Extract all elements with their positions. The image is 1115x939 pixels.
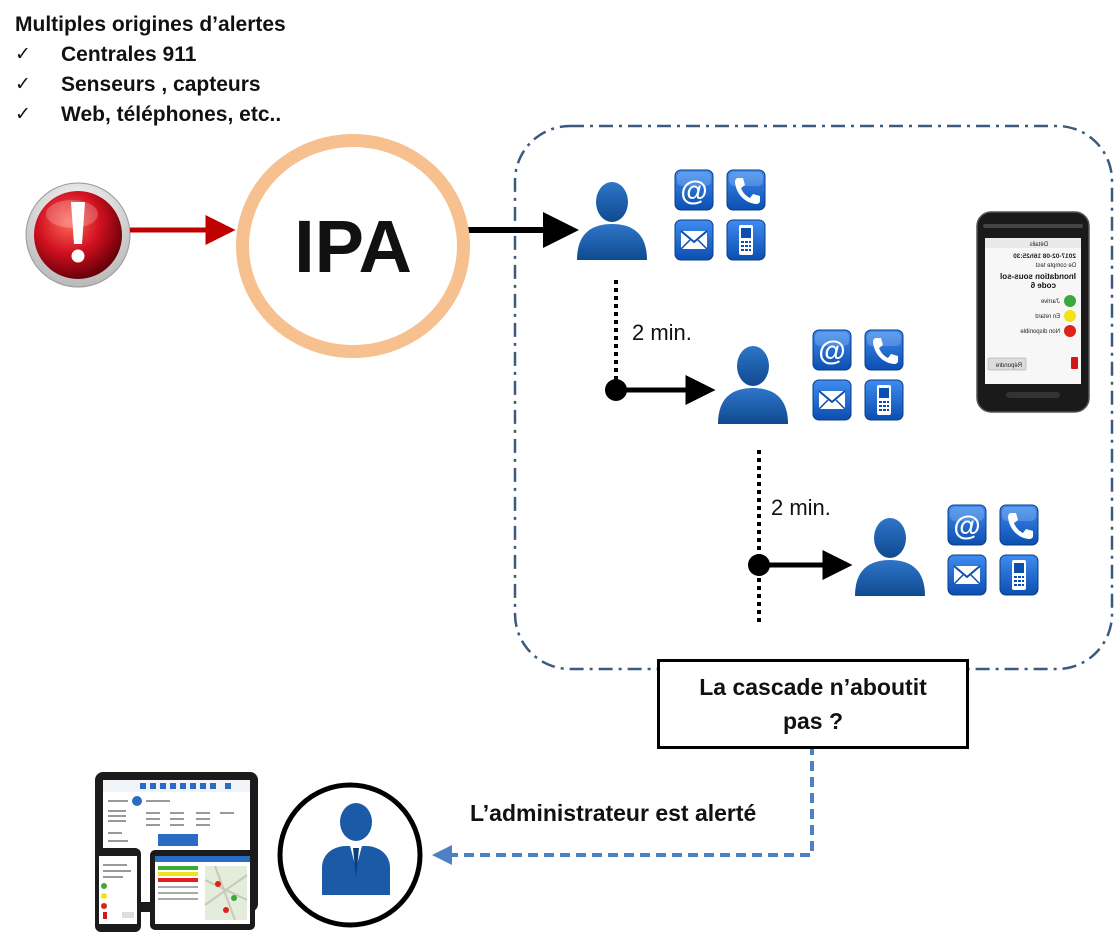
devices-illustration <box>95 772 258 932</box>
status-badge <box>1064 295 1076 307</box>
status-badge <box>1064 325 1076 337</box>
checkmark-icon: ✓ <box>15 74 31 95</box>
checkmark-icon: ✓ <box>15 44 31 65</box>
smartphone-icon: Détails 2017-02-08 16h25:30 De compte te… <box>976 211 1090 413</box>
phone-option-label: Non disponible <box>1020 329 1060 335</box>
phone-screen-date: 2017-02-08 16h25:30 <box>1013 253 1076 260</box>
phone-screen-message: Inondation sous-sol <box>1000 272 1076 281</box>
header-title: Multiples origines d’alertes <box>15 13 286 36</box>
contact-channels-icon <box>947 504 1039 596</box>
list-item: ✓ Web, téléphones, etc.. <box>15 100 286 130</box>
phone-screen-source: De compte test <box>1035 263 1076 269</box>
cascade-failure-box: La cascade n’aboutit pas ? <box>657 659 969 749</box>
list-item: ✓ Senseurs , capteurs <box>15 70 286 100</box>
phone-screen-message: code 6 <box>1030 281 1056 290</box>
list-item-label: Web, téléphones, etc.. <box>61 103 282 126</box>
contact-channels-icon <box>812 329 904 421</box>
user-icon <box>718 346 788 424</box>
contact-channels-icon <box>674 169 766 261</box>
list-item-label: Senseurs , capteurs <box>61 73 261 96</box>
alert-sources-header: Multiples origines d’alertes ✓ Centrales… <box>15 10 286 130</box>
failure-box-line: La cascade n’aboutit <box>699 674 927 700</box>
phone-option-label: J'arrive <box>1040 299 1060 305</box>
phone-screen-header: Détails <box>1030 242 1048 248</box>
status-badge <box>1064 310 1076 322</box>
list-item-label: Centrales 911 <box>61 43 197 66</box>
checkmark-icon: ✓ <box>15 104 31 125</box>
phone-option-label: En retard <box>1035 314 1060 320</box>
ipa-hub: IPA <box>236 134 470 358</box>
delay-label: 2 min. <box>771 495 831 520</box>
escalation-arrow <box>432 745 814 865</box>
trash-icon <box>1071 357 1078 369</box>
phone-reply-button: Répondre <box>995 363 1022 369</box>
alert-icon <box>25 182 131 288</box>
admin-icon <box>322 803 390 895</box>
admin-alert-label: L’administrateur est alerté <box>470 800 757 826</box>
delay-label: 2 min. <box>632 320 692 345</box>
user-icon <box>855 518 925 596</box>
list-item: ✓ Centrales 911 <box>15 40 286 70</box>
failure-box-line: pas ? <box>782 708 844 734</box>
admin-badge <box>277 782 423 928</box>
user-icon <box>577 182 647 260</box>
